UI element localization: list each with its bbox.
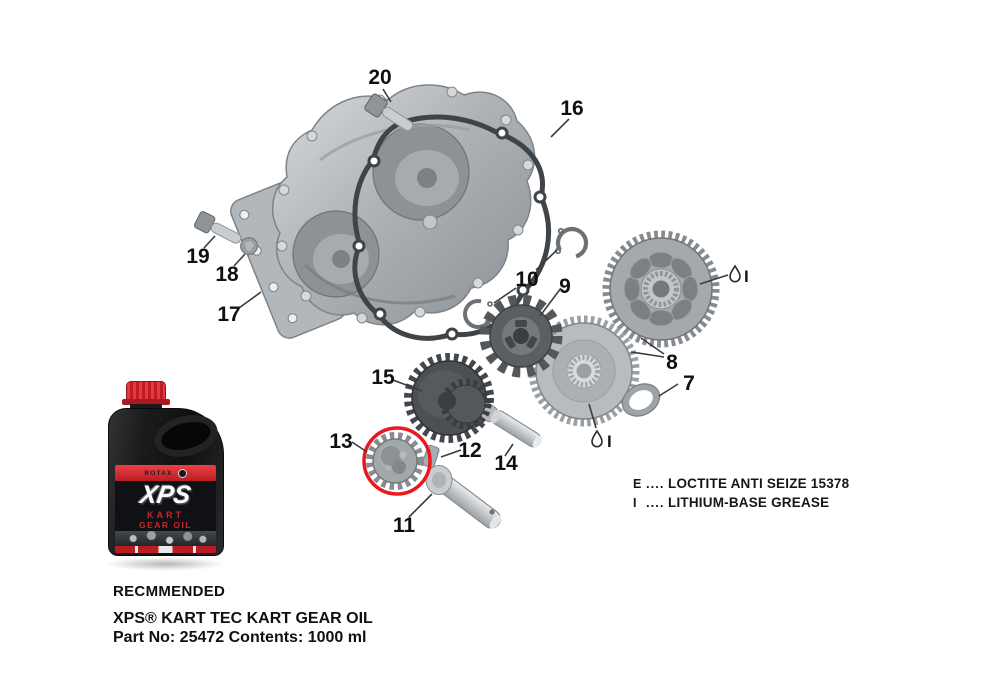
bottle-shadow: [102, 557, 228, 571]
legend-dots: ....: [646, 476, 665, 491]
callout-13: 13: [329, 430, 352, 453]
part-gasket: [352, 114, 552, 341]
part-shaft-11: [425, 465, 502, 529]
part-gear-13: [366, 432, 424, 490]
callout-12: 12: [458, 439, 481, 462]
brand-text: ROTAX: [144, 469, 173, 477]
legend-row-grease: I .... LITHIUM-BASE GREASE: [633, 495, 849, 514]
bottle-logo-text: XPS: [138, 481, 193, 509]
bottle-label-artwork: [115, 531, 216, 546]
legend-symbol: E: [633, 477, 642, 491]
callout-16: 16: [560, 97, 583, 120]
bottle-label-bottom-strip: [115, 546, 216, 553]
callout-8: 8: [666, 351, 678, 374]
callout-9: 9: [559, 275, 571, 298]
part-sprocket-9: [479, 294, 563, 378]
bottle-cap-lip: [122, 399, 170, 405]
grease-droplet-icon: [729, 264, 741, 283]
callout-10: 10: [515, 268, 538, 291]
bottle-label: ROTAX XPS KART GEAR OIL: [115, 465, 216, 553]
part-gear-8-rear: [602, 230, 720, 348]
callout-18: 18: [215, 263, 239, 286]
part-bolt-20: [364, 93, 414, 132]
part-gear-8-front: [528, 315, 640, 427]
legend-symbol: I: [633, 496, 637, 510]
part-oring-18: [240, 237, 258, 255]
part-oring-7: [621, 383, 661, 417]
leader-lines: [203, 88, 729, 518]
highlight-circle: [362, 426, 432, 496]
bottle-body: ROTAX XPS KART GEAR OIL: [108, 408, 224, 556]
product-name: XPS® KART TEC KART GEAR OIL: [113, 610, 373, 627]
legend-dots: ....: [646, 495, 665, 510]
bottle-product-line1: KART: [147, 510, 184, 520]
recommended-label: RECMMENDED: [113, 583, 226, 600]
part-circlip-top: [554, 226, 589, 260]
part-bolt-19: [193, 211, 242, 244]
bottle-cap: [126, 381, 166, 401]
callout-17: 17: [217, 303, 240, 326]
bottle-brand-band: ROTAX: [115, 465, 216, 481]
callout-11: 11: [393, 514, 416, 537]
bottle-product-line2: GEAR OIL: [138, 520, 193, 530]
legend-text: LITHIUM-BASE GREASE: [668, 495, 830, 510]
callout-19: 19: [186, 245, 209, 268]
bottle-neck: [130, 404, 162, 411]
callout-15: 15: [371, 366, 395, 389]
product-part-info: Part No: 25472 Contents: 1000 ml: [113, 629, 367, 646]
oil-bottle: ROTAX XPS KART GEAR OIL: [100, 378, 240, 583]
bottle-handle-hole: [150, 408, 222, 464]
grease-droplet-icon: [591, 429, 603, 448]
grease-marker-label: I: [607, 432, 612, 451]
callout-7: 7: [683, 372, 695, 395]
brand-logo-icon: [177, 468, 187, 478]
legend-row-loctite: E .... LOCTITE ANTI SEIZE 15378: [633, 476, 849, 495]
callout-14: 14: [494, 452, 518, 475]
grease-marker-label: I: [744, 267, 749, 286]
part-gear-15: [404, 353, 501, 443]
assembly-legend: E .... LOCTITE ANTI SEIZE 15378 I .... L…: [633, 476, 849, 514]
callout-20: 20: [368, 66, 391, 89]
legend-text: LOCTITE ANTI SEIZE 15378: [668, 476, 850, 491]
